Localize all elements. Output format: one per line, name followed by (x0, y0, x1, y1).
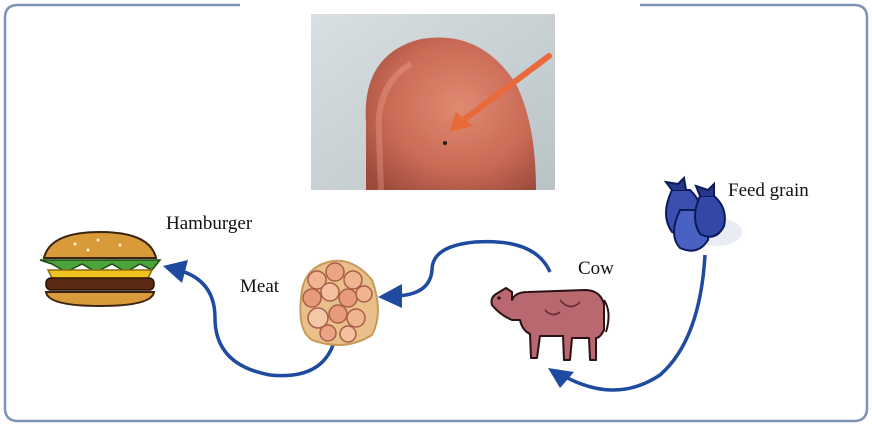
label-feed-grain: Feed grain (728, 180, 809, 202)
hamburger-icon (40, 232, 160, 306)
arrowhead-meat-to-hamburger (163, 260, 188, 283)
arrow-cow-to-meat (395, 242, 550, 296)
label-meat: Meat (240, 276, 279, 298)
cow-icon (492, 288, 609, 360)
meat-icon (300, 261, 378, 345)
label-hamburger: Hamburger (166, 213, 252, 235)
arrowhead-cow-to-meat (378, 284, 402, 308)
label-cow: Cow (578, 258, 614, 280)
